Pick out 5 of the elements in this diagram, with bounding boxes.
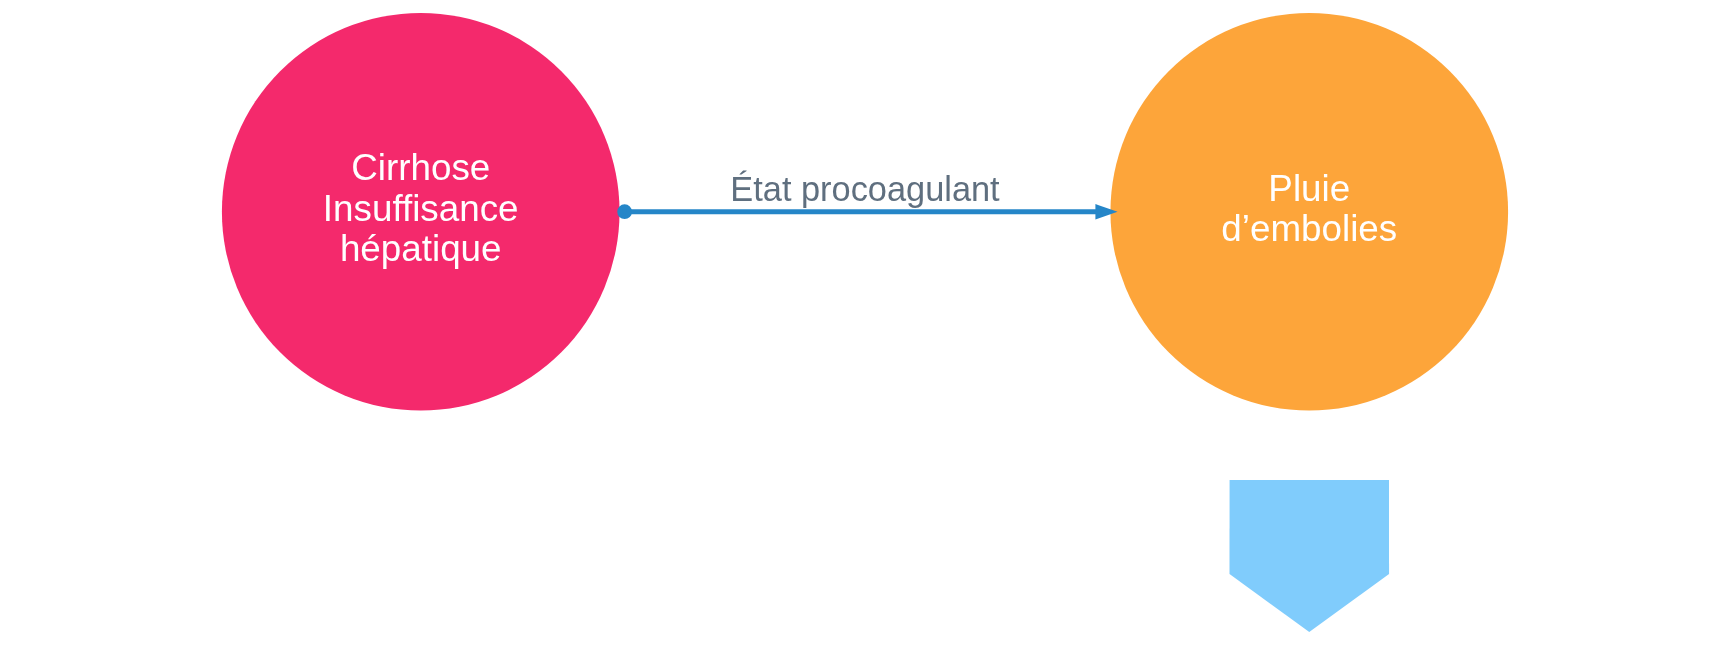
edge-label: État procoagulant [729,170,1000,209]
node-circle: Pluie d’embolies [1109,12,1508,411]
node-arrow [1229,480,1389,633]
arrow [616,203,1118,220]
node-circle: Cirrhose Insuffisance hépatique [221,12,620,411]
